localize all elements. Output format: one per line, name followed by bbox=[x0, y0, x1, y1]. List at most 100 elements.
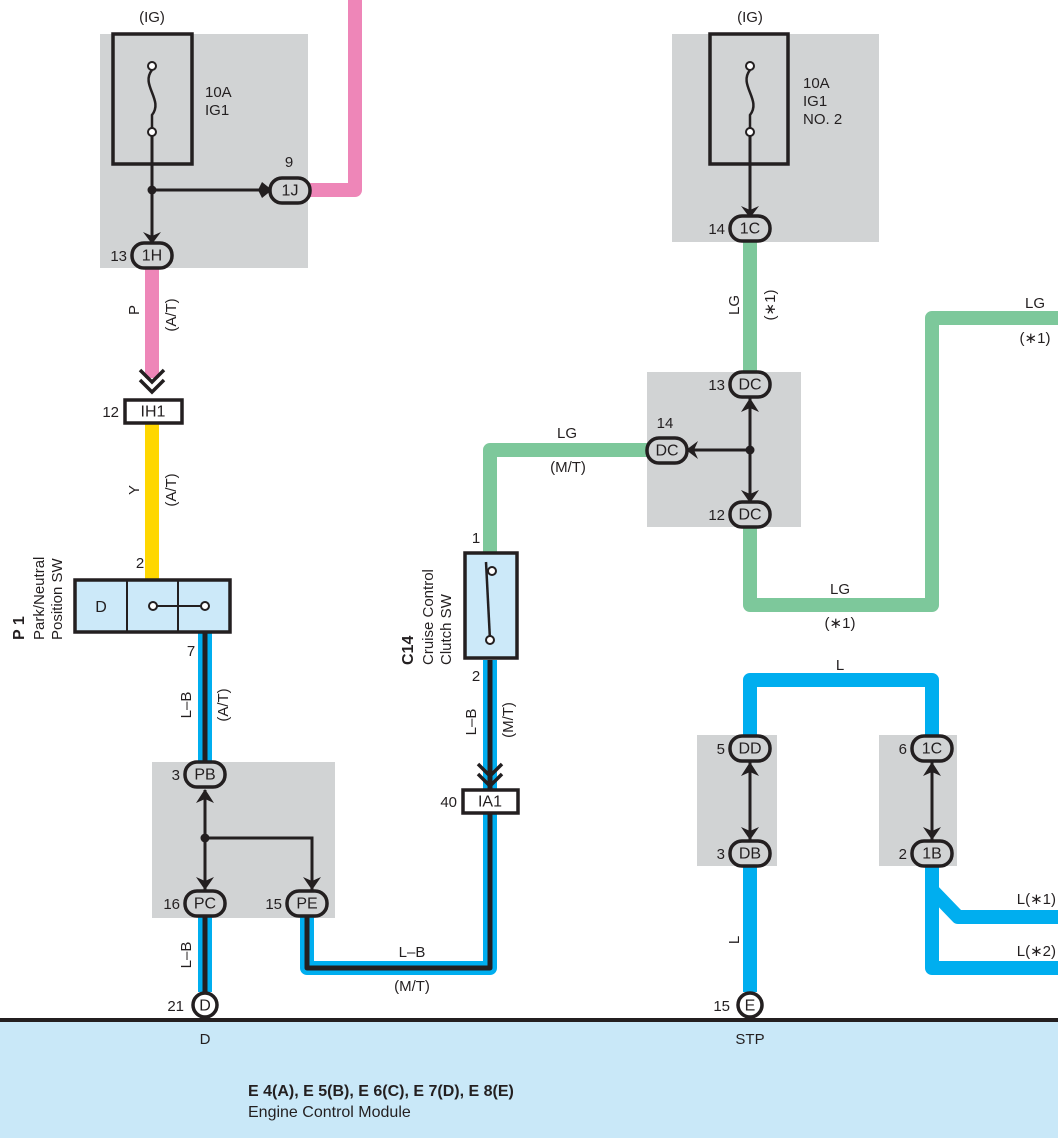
fuse-name: IG1 bbox=[803, 93, 827, 110]
svg-text:IH1: IH1 bbox=[141, 404, 166, 421]
arrow-right-icon bbox=[258, 182, 272, 198]
svg-text:3: 3 bbox=[172, 767, 180, 784]
junction-block-ig1-no2 bbox=[672, 34, 879, 242]
svg-text:40: 40 bbox=[440, 794, 457, 811]
svg-text:L–B: L–B bbox=[178, 942, 195, 969]
arrow-down-icon bbox=[303, 877, 321, 890]
svg-text:L: L bbox=[836, 657, 844, 674]
svg-text:1B: 1B bbox=[922, 846, 942, 863]
fuse-supply-label: (IG) bbox=[139, 9, 165, 26]
component-name: Clutch SW bbox=[438, 593, 455, 665]
svg-text:9: 9 bbox=[285, 154, 293, 171]
connector-DB: DB3 bbox=[717, 839, 772, 868]
connector-1C-14: 1C 14 bbox=[708, 214, 772, 243]
svg-text:(M/T): (M/T) bbox=[500, 702, 517, 738]
switch-contact-icon bbox=[484, 561, 492, 641]
svg-text:1C: 1C bbox=[922, 741, 942, 758]
svg-text:21: 21 bbox=[167, 998, 184, 1015]
svg-text:(∗1): (∗1) bbox=[762, 290, 779, 321]
svg-text:PC: PC bbox=[194, 896, 216, 913]
fuse-name: IG1 bbox=[205, 102, 229, 119]
double-chevron-icon bbox=[138, 368, 166, 395]
connector-PC: PC 16 bbox=[163, 889, 227, 918]
svg-text:Y: Y bbox=[126, 485, 143, 495]
arrow-down-icon bbox=[741, 490, 759, 503]
svg-text:(∗1): (∗1) bbox=[825, 615, 856, 632]
fuse-rating: 10A bbox=[803, 75, 830, 92]
connector-PE: PE 15 bbox=[265, 889, 329, 918]
svg-text:LG: LG bbox=[557, 425, 577, 442]
ecm-connector-codes: E 4(A), E 5(B), E 6(C), E 7(D), E 8(E) bbox=[248, 1083, 514, 1100]
svg-text:E: E bbox=[745, 998, 756, 1015]
connector-PB: PB 3 bbox=[172, 760, 227, 789]
switch-cell-label: D bbox=[95, 599, 107, 616]
svg-text:DD: DD bbox=[738, 741, 761, 758]
ecm-name: Engine Control Module bbox=[248, 1104, 411, 1121]
svg-text:14: 14 bbox=[708, 221, 725, 238]
pin-number: 1 bbox=[472, 530, 480, 547]
svg-text:L(∗2): L(∗2) bbox=[1017, 943, 1056, 960]
svg-text:(M/T): (M/T) bbox=[550, 459, 586, 476]
svg-text:LG: LG bbox=[726, 295, 743, 315]
svg-text:15: 15 bbox=[265, 896, 282, 913]
svg-text:2: 2 bbox=[899, 846, 907, 863]
svg-text:(∗1): (∗1) bbox=[1020, 330, 1051, 347]
junction-dot bbox=[200, 833, 210, 843]
arrow-up-icon bbox=[741, 398, 759, 412]
svg-text:LG: LG bbox=[1025, 295, 1045, 312]
svg-text:DC: DC bbox=[738, 377, 761, 394]
pin-number: 2 bbox=[472, 668, 480, 685]
connector-1J: 1J9 bbox=[268, 154, 312, 205]
arrow-down-icon bbox=[143, 232, 161, 244]
svg-text:L–B: L–B bbox=[399, 944, 426, 961]
svg-text:1C: 1C bbox=[740, 221, 760, 238]
svg-text:LG: LG bbox=[830, 581, 850, 598]
fuse-rating: 10A bbox=[205, 84, 232, 101]
junction-block-ig1 bbox=[100, 34, 308, 268]
arrow-up-icon bbox=[923, 762, 941, 776]
arrow-up-icon bbox=[196, 789, 214, 803]
pin-number: 7 bbox=[187, 643, 195, 660]
arrow-down-icon bbox=[196, 877, 214, 890]
svg-text:P: P bbox=[126, 305, 143, 315]
svg-text:6: 6 bbox=[899, 741, 907, 758]
wire-pink-top bbox=[310, 0, 362, 197]
park-neutral-position-switch: D 2 7 P 1 Park/Neutral Position SW bbox=[11, 555, 232, 660]
double-chevron-icon bbox=[476, 762, 504, 789]
svg-text:PB: PB bbox=[194, 767, 215, 784]
fuse-icon bbox=[745, 69, 755, 128]
pin-number: 2 bbox=[136, 555, 144, 572]
arrow-down-icon bbox=[741, 827, 759, 840]
component-code: P 1 bbox=[11, 616, 28, 640]
component-name: Cruise Control bbox=[420, 569, 437, 665]
arrow-down-icon bbox=[923, 827, 941, 840]
svg-text:L: L bbox=[726, 936, 743, 944]
connector-DD: DD5 bbox=[717, 734, 772, 763]
connector-1H: 1H 13 bbox=[110, 241, 174, 270]
wire-lg-mt bbox=[483, 443, 650, 552]
junction-dot bbox=[147, 185, 157, 195]
arrow-up-icon bbox=[741, 762, 759, 776]
fuse-ig1-no2: (IG) 10A IG1 NO. 2 bbox=[708, 9, 842, 166]
ecm-terminal-d-label: D bbox=[200, 1031, 211, 1048]
svg-text:15: 15 bbox=[713, 998, 730, 1015]
fuse-supply-label: (IG) bbox=[737, 9, 763, 26]
svg-text:12: 12 bbox=[102, 404, 119, 421]
arrow-left-icon bbox=[686, 441, 698, 459]
fuse-icon bbox=[147, 69, 157, 128]
ecm-block bbox=[0, 1020, 1058, 1138]
svg-text:L–B: L–B bbox=[463, 709, 480, 736]
svg-text:PE: PE bbox=[296, 896, 317, 913]
junction-dot bbox=[745, 445, 755, 455]
component-name: Position SW bbox=[49, 557, 66, 640]
svg-text:IA1: IA1 bbox=[478, 794, 502, 811]
svg-text:1H: 1H bbox=[142, 248, 162, 265]
svg-text:D: D bbox=[199, 998, 211, 1015]
svg-text:16: 16 bbox=[163, 896, 180, 913]
svg-text:13: 13 bbox=[110, 248, 127, 265]
connector-1C-6: 1C 6 bbox=[899, 734, 954, 763]
